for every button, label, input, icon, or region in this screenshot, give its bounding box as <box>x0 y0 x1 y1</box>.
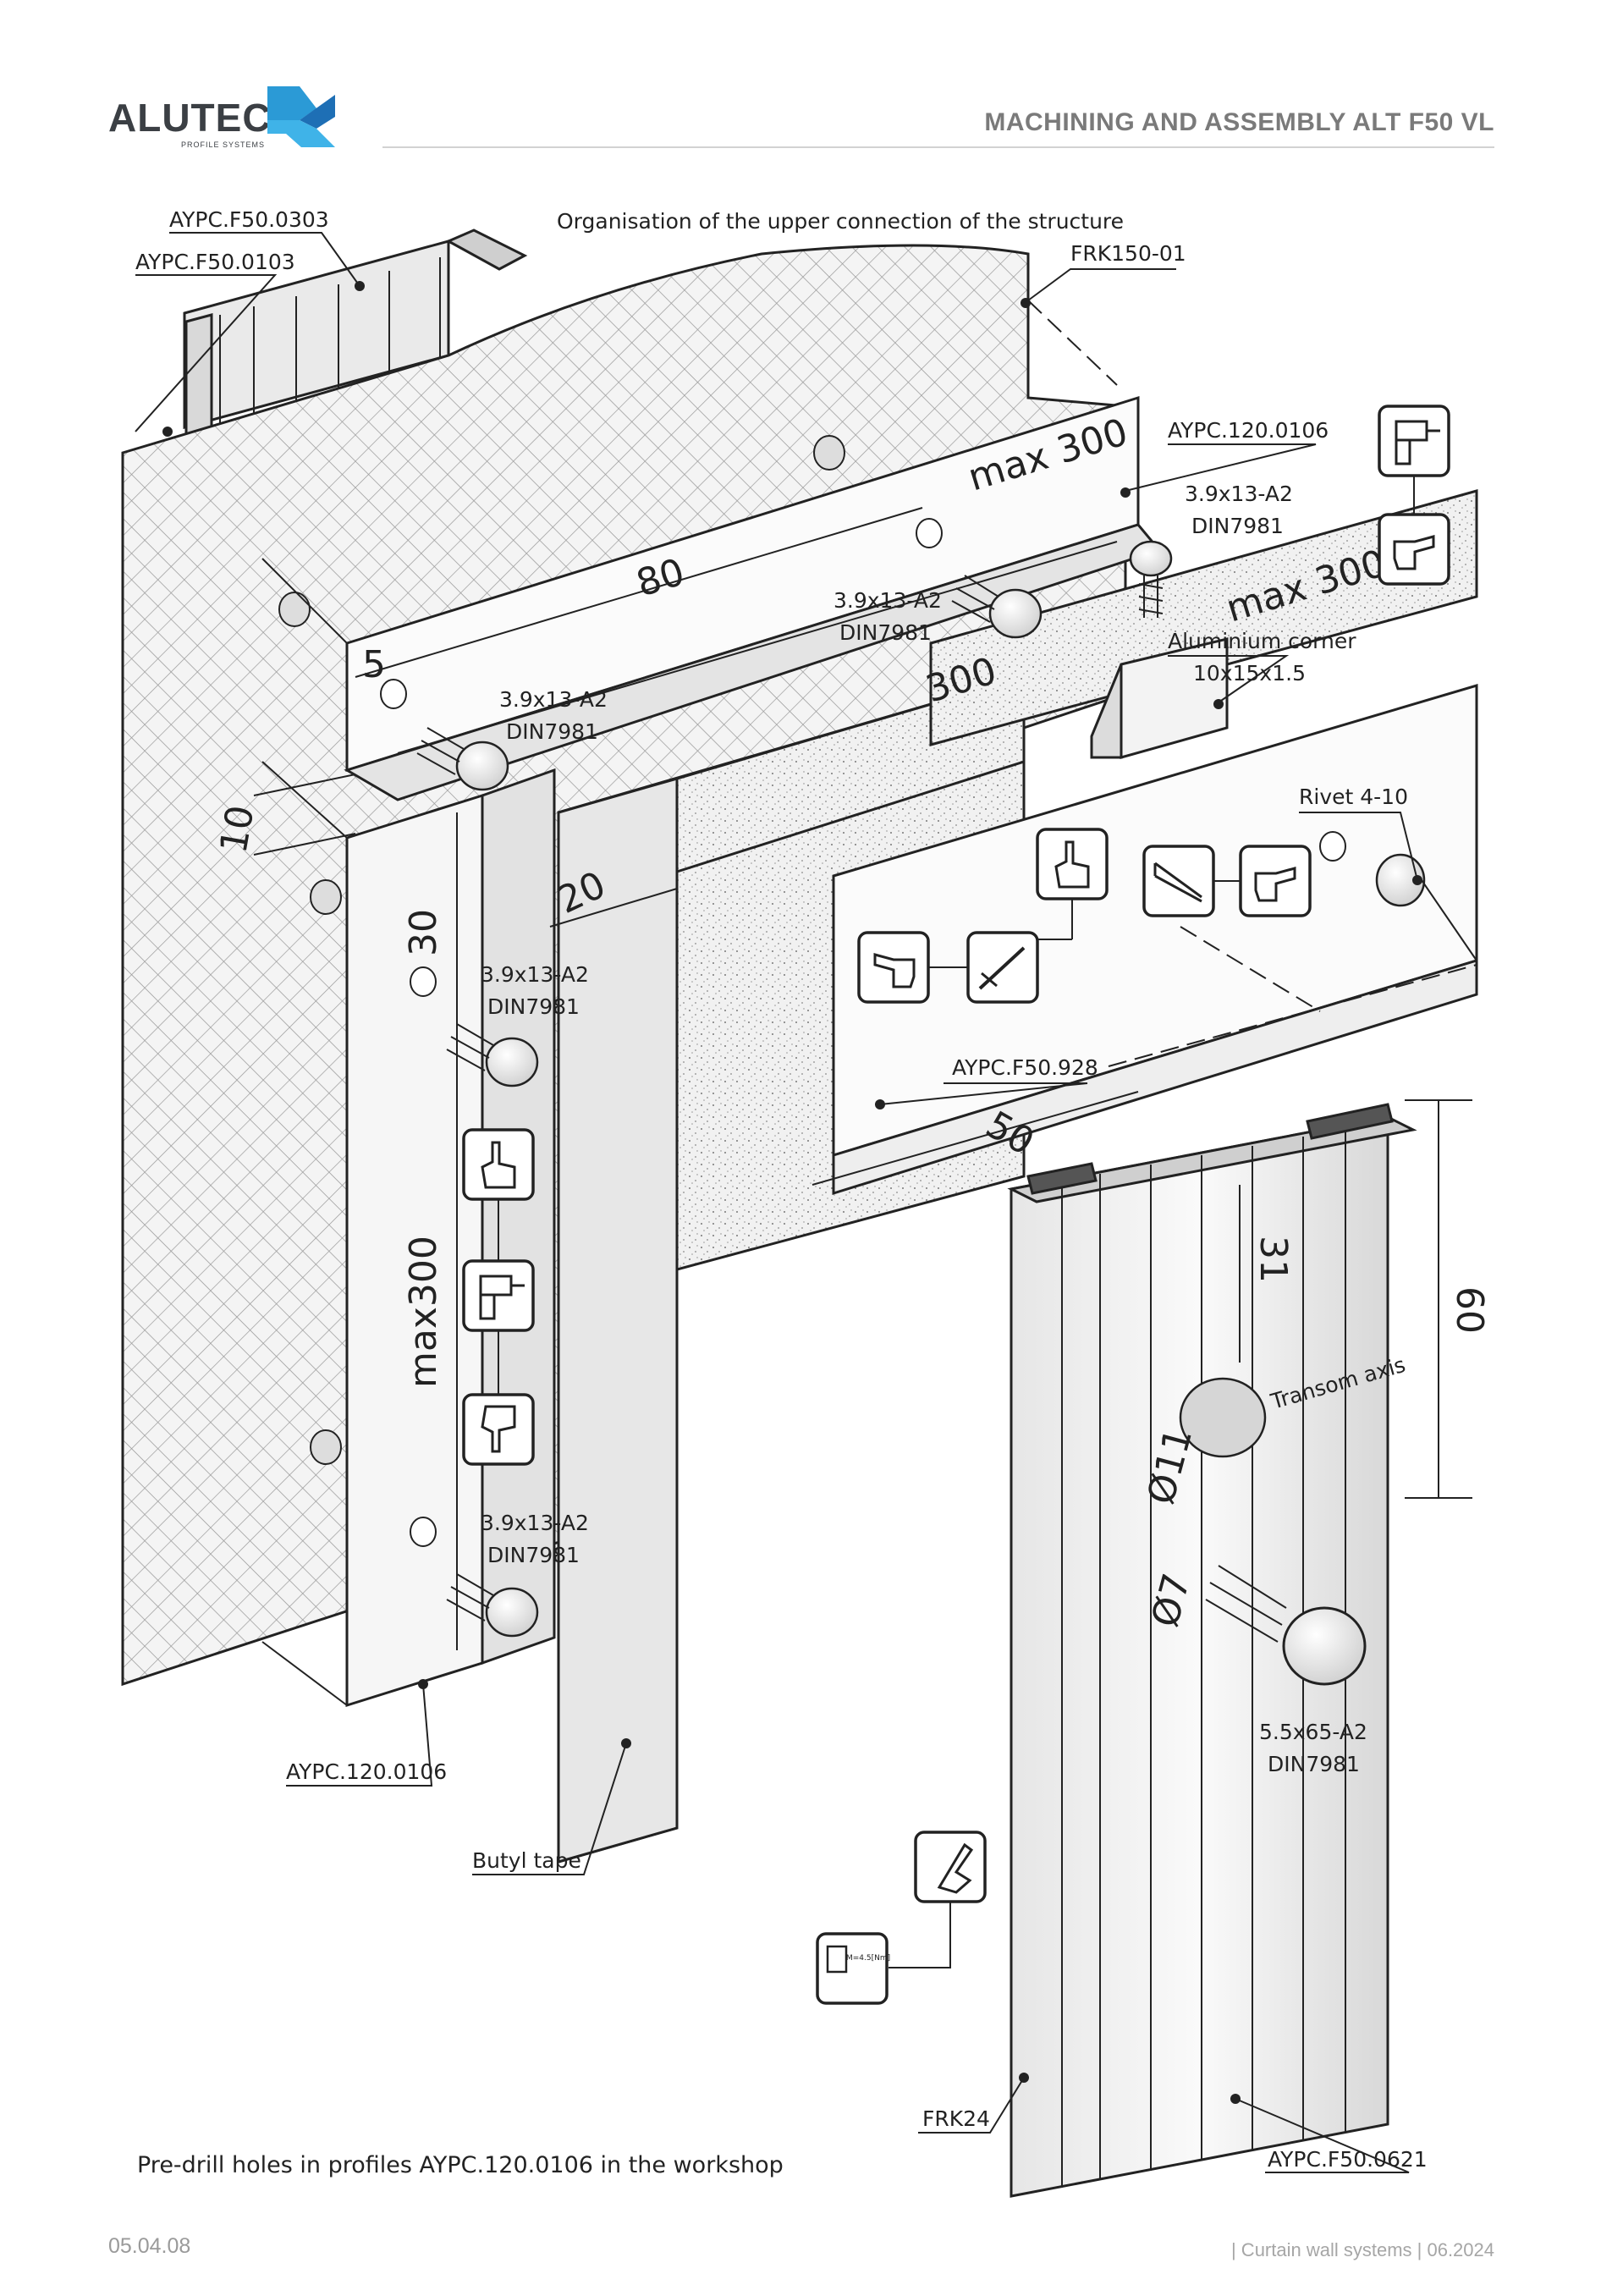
screw-left <box>416 727 509 791</box>
page-number: 05.04.08 <box>108 2234 191 2258</box>
footer-info: | Curtain wall systems | 06.2024 <box>1230 2239 1494 2260</box>
label-screw-big: 5.5x65-A2 <box>1259 1720 1367 1744</box>
rivet-gun-icon <box>966 931 1039 1004</box>
mullion-profile-back <box>183 228 528 449</box>
label-screw-vertical-1: 3.9x13-A2 <box>481 962 589 987</box>
aluminium-corner <box>1090 637 1229 759</box>
drill-icon <box>1378 405 1450 477</box>
label-screw-left-std: DIN7981 <box>506 719 598 744</box>
dim-10: 10 <box>212 802 263 856</box>
label-screw-left: 3.9x13-A2 <box>499 687 608 712</box>
screw-top-right <box>1129 540 1173 618</box>
label-leaders <box>135 232 1422 2173</box>
horizontal-bracket <box>344 395 1478 801</box>
dim-31: 31 <box>1252 1236 1295 1283</box>
label-frk24: FRK24 <box>922 2106 990 2131</box>
workshop-note: Pre-drill holes in profiles AYPC.120.010… <box>137 2152 784 2178</box>
document-title: MACHINING AND ASSEMBLY ALT F50 VL <box>984 108 1494 136</box>
label-butyl-tape: Butyl tape <box>472 1848 581 1873</box>
drill-icon-vertical <box>462 1259 535 1332</box>
screw-big <box>1205 1565 1367 1686</box>
dim-60: 60 <box>1448 1286 1491 1334</box>
label-aluminium-corner-size: 10x15x1.5 <box>1193 661 1306 685</box>
label-screw-vertical-2-std: DIN7981 <box>487 1543 580 1567</box>
alutech-logo-icon <box>267 86 335 147</box>
hand-pointing-right-icon <box>1378 513 1450 586</box>
label-aypc-120-0106-bottom: AYPC.120.0106 <box>286 1759 447 1784</box>
transom-axis-hole <box>1179 1377 1267 1458</box>
label-rivet: Rivet 4-10 <box>1299 785 1408 809</box>
dim-30: 30 <box>402 909 445 956</box>
rivet <box>1375 853 1477 961</box>
dim-max300-vertical: max300 <box>402 1236 445 1388</box>
label-aypc-120-0106-top: AYPC.120.0106 <box>1168 418 1329 443</box>
label-aypc-f50-0621: AYPC.F50.0621 <box>1268 2147 1428 2172</box>
hand-pointing-up-icon-vertical <box>462 1128 535 1201</box>
hand-pointing-right-icon-2 <box>1239 845 1312 917</box>
pliers-icon <box>1142 845 1215 917</box>
label-aypc-f50-928: AYPC.F50.928 <box>952 1055 1098 1080</box>
label-screw-big-std: DIN7981 <box>1268 1752 1360 1776</box>
pressure-profile <box>1007 1103 1417 2198</box>
label-aluminium-corner: Aluminium corner <box>1168 629 1356 653</box>
label-aypc-f50-0303: AYPC.F50.0303 <box>169 207 329 232</box>
label-aypc-f50-0103: AYPC.F50.0103 <box>135 250 295 274</box>
label-frk150-01: FRK150-01 <box>1070 241 1186 266</box>
label-screw-vertical-1-std: DIN7981 <box>487 994 580 1019</box>
hand-pointing-left-icon <box>857 931 930 1004</box>
torque-value-text: M=4.5[Nm] <box>846 1954 890 1963</box>
label-screw-top-right-std: DIN7981 <box>1191 514 1284 538</box>
brand-logo-subtitle: PROFILE SYSTEMS <box>181 140 266 149</box>
label-screw-mid: 3.9x13-A2 <box>834 588 942 613</box>
label-screw-mid-std: DIN7981 <box>839 620 932 645</box>
torque-wrench-icon: M=4.5[Nm] <box>816 1932 890 2005</box>
header-divider <box>382 146 1494 148</box>
label-screw-top-right: 3.9x13-A2 <box>1185 482 1293 506</box>
hand-pointing-down-icon <box>462 1393 535 1466</box>
screw-vertical-1 <box>446 1023 539 1087</box>
dim-5: 5 <box>362 643 386 686</box>
screw-mid <box>951 575 1043 639</box>
dimension-lines <box>253 300 1477 1706</box>
drilled-holes <box>278 435 1346 1547</box>
hand-pointing-icon-bottom <box>914 1831 987 1903</box>
screw-vertical-2 <box>446 1573 539 1638</box>
label-screw-vertical-2: 3.9x13-A2 <box>481 1511 589 1535</box>
diagram-caption: Organisation of the upper connection of … <box>557 209 1124 234</box>
hand-pointing-up-icon <box>1036 828 1109 900</box>
